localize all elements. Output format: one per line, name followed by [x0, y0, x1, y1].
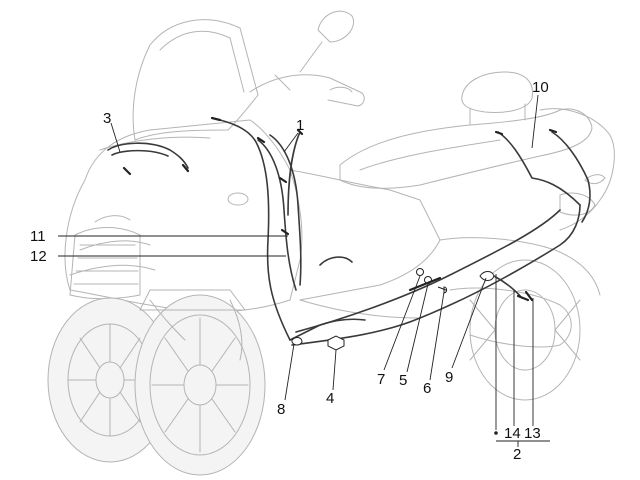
scooter-outline	[47, 10, 615, 476]
callout-12: 12	[30, 248, 47, 265]
callout-11: 11	[30, 228, 46, 245]
callout-labels: 1 2 3 4 5 6 7 8 9 10 11 12 13 14	[30, 79, 549, 463]
callout-10: 10	[532, 79, 549, 96]
part-6-bolt	[437, 286, 448, 294]
part-10-cable	[497, 131, 581, 206]
leader-lines	[58, 94, 550, 447]
callout-3: 3	[103, 110, 111, 127]
part-4-clamp	[327, 335, 345, 351]
callout-5: 5	[399, 372, 407, 389]
callout-13: 13	[524, 425, 541, 442]
part-1-cable	[211, 117, 291, 341]
part-13-adjuster	[524, 290, 534, 302]
callout-9: 9	[445, 369, 453, 386]
callout-4: 4	[326, 390, 334, 407]
callout-2: 2	[513, 446, 521, 463]
part-3-cable	[107, 142, 189, 169]
callout-14: 14	[504, 425, 521, 442]
part-8-clip	[291, 337, 303, 346]
part-7-washer	[416, 268, 424, 276]
part-14-cable	[493, 275, 523, 299]
cable-assembly	[107, 116, 591, 351]
callout-1: 1	[296, 117, 304, 134]
callout-7: 7	[377, 371, 385, 388]
callout-6: 6	[423, 380, 431, 397]
part-9-junction	[479, 271, 495, 281]
main-brake-cable	[291, 204, 581, 346]
callout-8: 8	[277, 401, 285, 418]
